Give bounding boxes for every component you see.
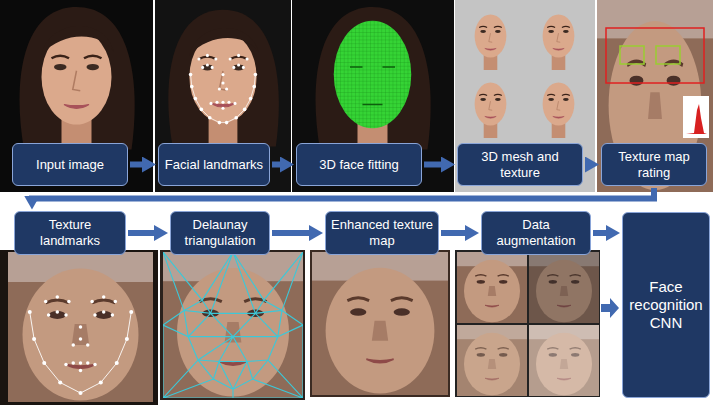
texture-landmarks-photo <box>0 250 158 405</box>
box-label: Face recognition CNN <box>627 278 705 332</box>
box-label: 3D face fitting <box>319 157 399 173</box>
process-box: 3D mesh and texture <box>457 143 583 186</box>
flow-arrow <box>130 162 146 168</box>
process-box: Texture map rating <box>601 143 707 186</box>
flow-arrow <box>32 188 654 200</box>
fitting-photo <box>292 0 454 192</box>
box-label: 3D mesh and texture <box>462 149 578 180</box>
mesh-renders <box>455 0 595 192</box>
flow-arrow <box>424 162 445 168</box>
process-box: Face recognition CNN <box>622 212 710 398</box>
flow-arrow <box>128 230 158 236</box>
delaunay-photo <box>160 250 305 400</box>
box-label: Enhanced texture map <box>330 217 434 248</box>
process-box: Enhanced texture map <box>325 211 439 255</box>
box-label: Delaunay triangulation <box>175 217 265 248</box>
block-arrow <box>601 298 619 318</box>
process-box: Input image <box>12 143 128 186</box>
flow-arrow <box>593 230 610 236</box>
box-label: Texture landmarks <box>19 217 121 248</box>
flow-arrow <box>272 230 313 236</box>
process-box: Texture landmarks <box>14 211 126 255</box>
process-box: Data augmentation <box>481 211 591 255</box>
process-box: Facial landmarks <box>158 143 270 186</box>
enhanced-texture-photo <box>310 250 450 397</box>
augmented-photos <box>455 250 600 397</box>
process-box: 3D face fitting <box>296 143 422 186</box>
box-label: Data augmentation <box>486 217 586 248</box>
box-label: Input image <box>36 157 104 173</box>
landmark-photo <box>155 0 291 192</box>
rated-texture <box>597 0 713 192</box>
flow-arrow <box>272 162 284 168</box>
box-label: Texture map rating <box>606 149 702 180</box>
box-label: Facial landmarks <box>165 157 263 173</box>
process-box: Delaunay triangulation <box>170 211 270 255</box>
flow-arrow <box>585 162 589 168</box>
input-photo <box>0 0 153 192</box>
flow-arrow <box>441 230 469 236</box>
